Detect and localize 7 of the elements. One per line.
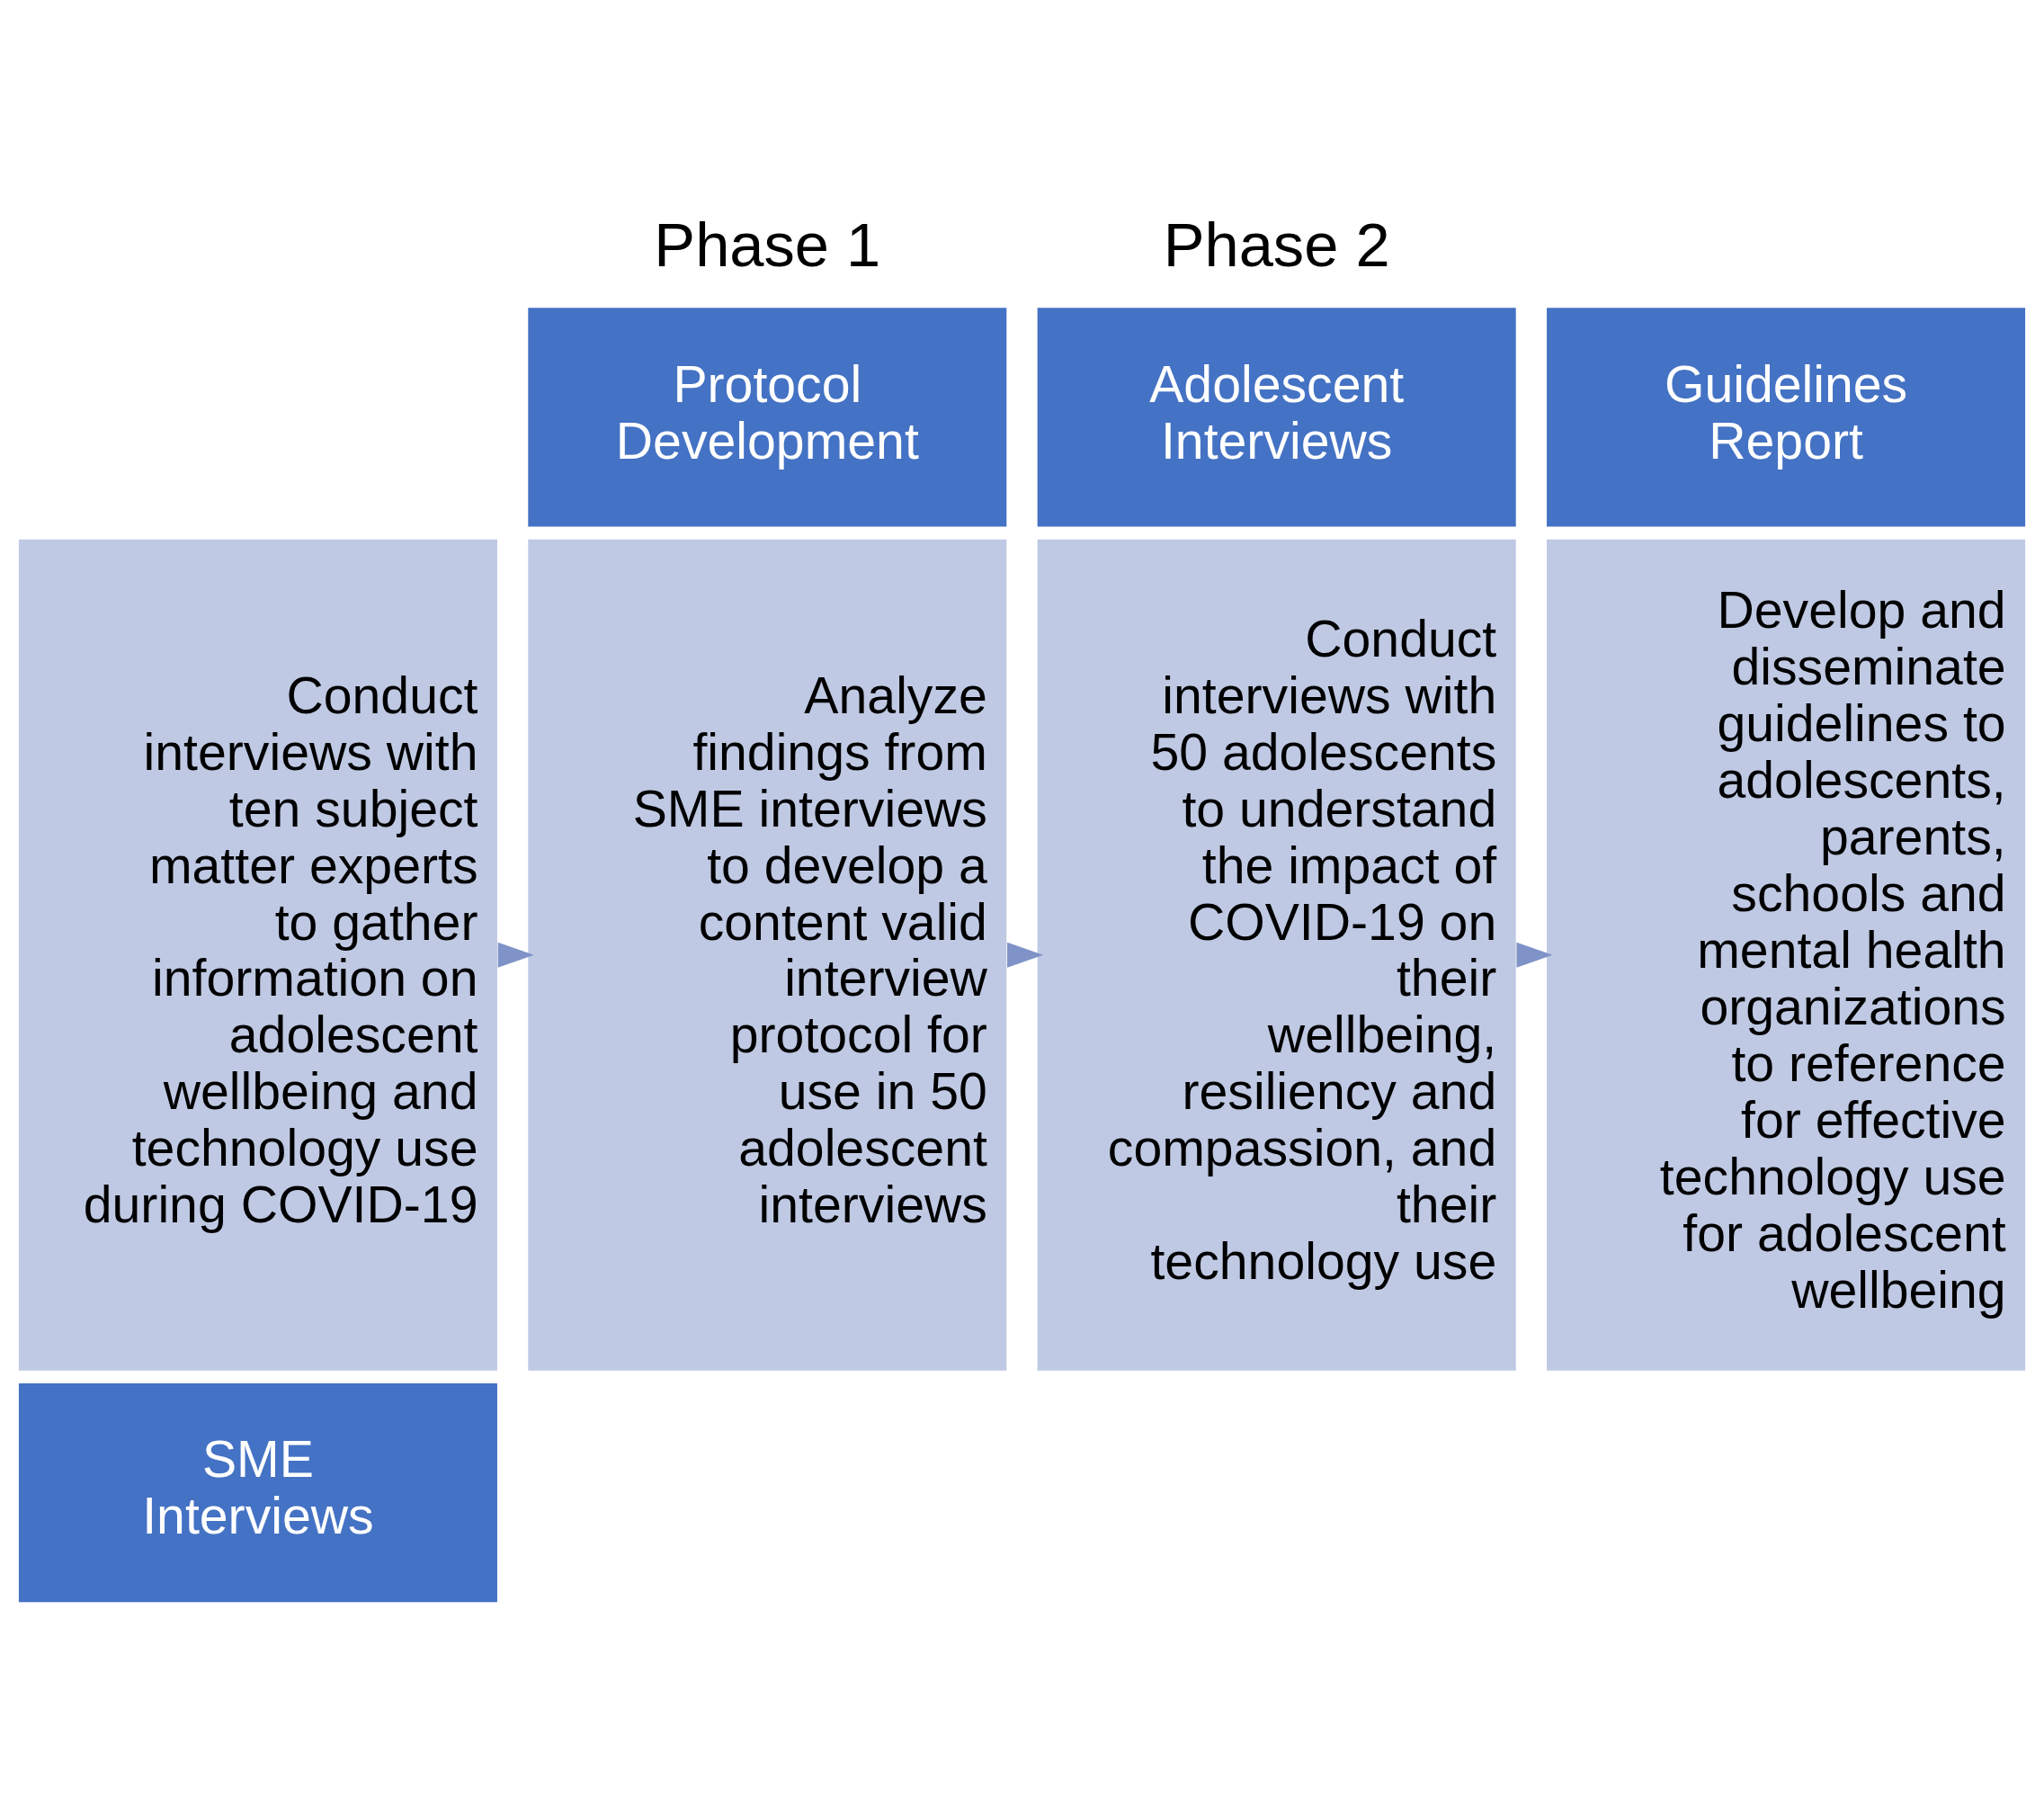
node-box: SME Interviews <box>16 1381 500 1605</box>
label: Phase 1 <box>654 210 881 280</box>
node-box: Protocol Development <box>525 305 1010 530</box>
node-box: Guidelines Report <box>1544 305 2028 530</box>
node-box: Develop and disseminate guidelines to adolescents, parents, schools and mental health organizations to reference for effective technology use for adolescent wellbeing <box>1544 536 2028 1373</box>
node-box: Adolescent Interviews <box>1034 305 1519 530</box>
label: Phase 2 <box>1163 210 1390 280</box>
